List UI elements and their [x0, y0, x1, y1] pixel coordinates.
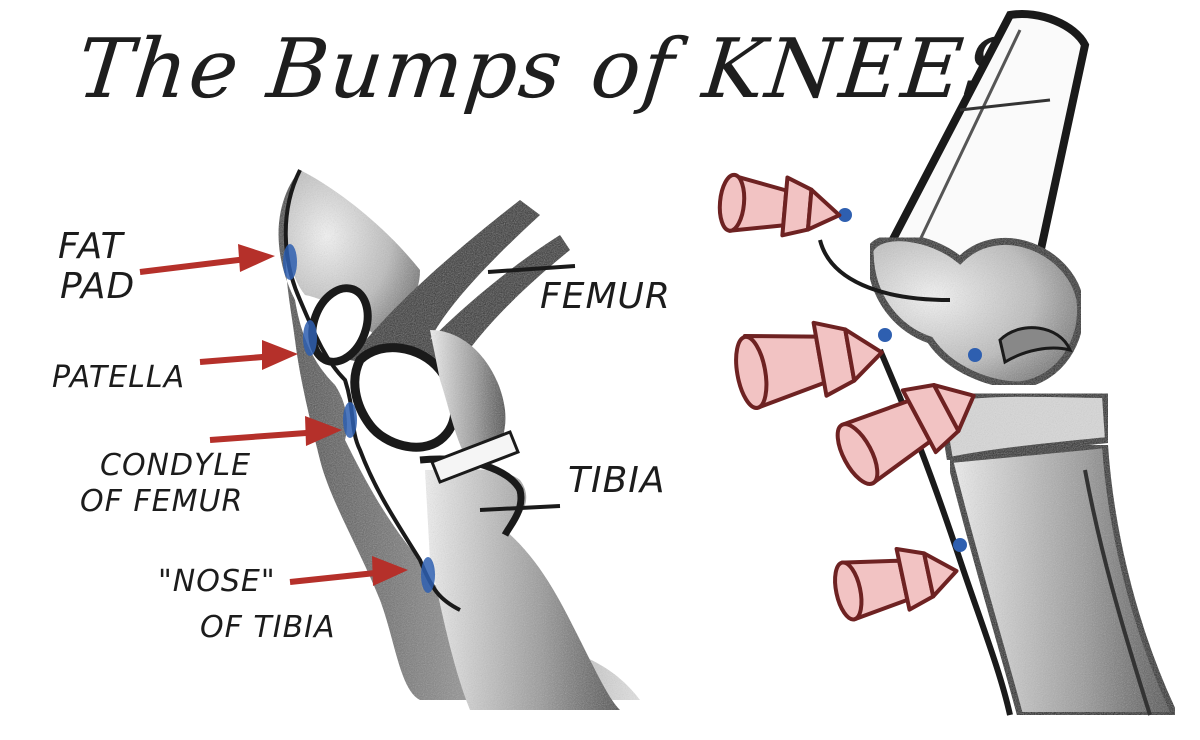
tibia-nose-arrow [289, 556, 408, 586]
fibula-line [1083, 469, 1152, 716]
label-tibia: TIBIA [568, 460, 666, 501]
cone-arrow-1 [717, 172, 842, 238]
femur-shaft-shading [918, 29, 1022, 241]
fat-pad-shape [287, 170, 420, 335]
cone-arrow-4 [833, 546, 959, 622]
label-condyle-1: CONDYLE [100, 448, 252, 483]
cone-arrow-2 [734, 320, 884, 410]
label-nose-2: OF TIBIA [200, 610, 336, 645]
joint-space-bar [430, 430, 520, 484]
tibia-nose-marker [421, 557, 435, 593]
front-knee-diagram [717, 10, 1180, 718]
label-patella: PATELLA [52, 360, 186, 395]
femur-condyles-front [866, 234, 1085, 389]
femur-shaft-front [884, 10, 1090, 306]
tibia-shaft-front [946, 441, 1180, 718]
side-knee-diagram [139, 169, 640, 710]
front-marker-4 [953, 538, 967, 552]
patella-marker [303, 320, 317, 356]
label-condyle-2: OF FEMUR [80, 484, 244, 519]
label-fat-pad-1: FAT [58, 226, 124, 267]
condyle-arrow [209, 416, 342, 446]
femur-condyle [350, 343, 460, 452]
label-femur: FEMUR [540, 276, 671, 317]
label-nose-1: "NOSE" [158, 564, 276, 599]
fat-pad-marker [283, 244, 297, 280]
femur-label-line [487, 264, 576, 274]
knee-silhouette [278, 170, 640, 700]
cone-arrow-3 [835, 383, 976, 486]
front-marker-1 [838, 208, 852, 222]
patella-arrow [199, 340, 298, 370]
crescent-shape [998, 326, 1073, 365]
patella-front-curve [818, 239, 951, 302]
condyle-marker [343, 402, 357, 438]
femur-shaft-band [959, 98, 1051, 112]
fat-pad-arrow [139, 244, 275, 275]
femur-shaft [350, 200, 570, 380]
label-fat-pad-2: PAD [60, 266, 136, 307]
femur-lower-shape [430, 330, 506, 465]
patella-shape [308, 284, 372, 366]
front-marker-2 [878, 328, 892, 342]
front-marker-3 [968, 348, 982, 362]
tibia-label-line [479, 504, 561, 512]
tibia-shape [425, 469, 620, 710]
